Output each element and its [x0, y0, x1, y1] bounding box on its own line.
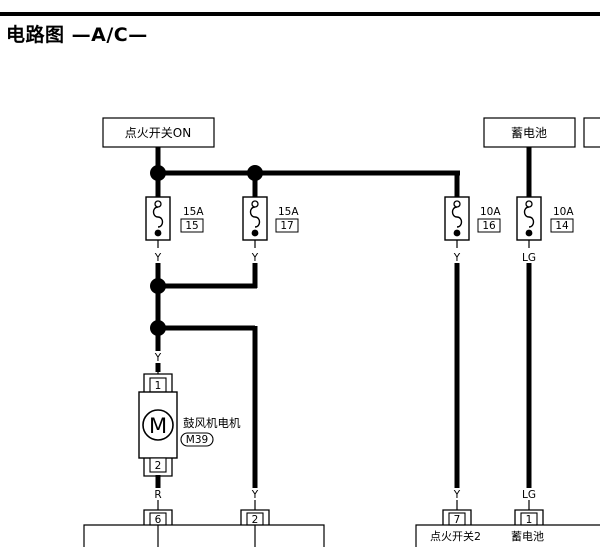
- fuse-number: 16: [482, 220, 496, 232]
- bottom-connector-2: 2: [240, 509, 270, 526]
- fuse-amps: 10A: [553, 206, 574, 218]
- wire-color-labels: Y Y Y LG Y R Y Y LG: [151, 251, 538, 501]
- fuse-amps: 10A: [480, 206, 501, 218]
- bottom-connector-1: 1: [514, 509, 544, 526]
- fuse-amps: 15A: [278, 206, 299, 218]
- motor-pin-top: 1: [155, 380, 162, 392]
- splice-dot: [150, 165, 166, 181]
- wire-color-label: LG: [522, 489, 536, 501]
- source-box-cut-off: [583, 117, 600, 148]
- wire-color-label: R: [154, 489, 161, 501]
- source-battery: 蓄电池: [483, 117, 576, 148]
- bottom-label-ignition2: 点火开关2: [430, 529, 481, 543]
- bottom-module-boxes: [83, 524, 600, 547]
- fuse-amps: 15A: [183, 206, 204, 218]
- wires: [155, 147, 532, 490]
- fuse-number: 15: [185, 220, 198, 232]
- fuse-15: 15A 15: [145, 196, 204, 248]
- page-title: 电路图 —A/C—: [6, 24, 148, 46]
- title-rule: [0, 12, 600, 16]
- fuse-14: 10A 14: [516, 196, 574, 248]
- motor-icon: [142, 409, 174, 441]
- thin-leads: [157, 363, 530, 510]
- connector-pin: 7: [454, 514, 461, 526]
- wire-color-label: Y: [154, 252, 162, 264]
- wire-color-label: Y: [453, 252, 461, 264]
- motor-name: 鼓风机电机: [183, 416, 241, 430]
- fuse-number: 14: [555, 220, 569, 232]
- source-battery-label: 蓄电池: [511, 126, 547, 140]
- wire-color-label: Y: [251, 252, 259, 264]
- splice-dot: [150, 320, 166, 336]
- fuse-element-icon: [523, 206, 535, 228]
- wire-color-label: Y: [251, 489, 259, 501]
- fuse-number: 17: [280, 220, 293, 232]
- wire-color-label: Y: [453, 489, 461, 501]
- connector-pin: 2: [252, 514, 259, 526]
- source-ignition-on: 点火开关ON: [102, 117, 215, 148]
- motor-connector: M39: [186, 434, 208, 446]
- fuse-element-icon: [152, 206, 164, 228]
- fuse-element-icon: [249, 206, 261, 228]
- connector-pin: 1: [526, 514, 533, 526]
- splice-dot: [150, 278, 166, 294]
- connector-pin: 6: [155, 514, 162, 526]
- source-ignition-on-label: 点火开关ON: [125, 126, 191, 140]
- fuse-17: 15A 17: [242, 196, 299, 248]
- motor-symbol: M: [149, 414, 167, 438]
- splice-dot: [247, 165, 263, 181]
- wire-color-label: LG: [522, 252, 536, 264]
- bottom-label-battery: 蓄电池: [511, 530, 544, 543]
- splices: [150, 165, 263, 336]
- blower-motor: 1 M 2 鼓风机电机 M39: [138, 373, 241, 477]
- bottom-connector-7: 7: [442, 509, 472, 526]
- bottom-connector-6: 6: [143, 509, 173, 526]
- wire-color-label: Y: [154, 352, 162, 364]
- fuse-16: 10A 16: [444, 196, 501, 248]
- fuse-element-icon: [451, 206, 463, 228]
- motor-pin-bottom: 2: [155, 460, 162, 472]
